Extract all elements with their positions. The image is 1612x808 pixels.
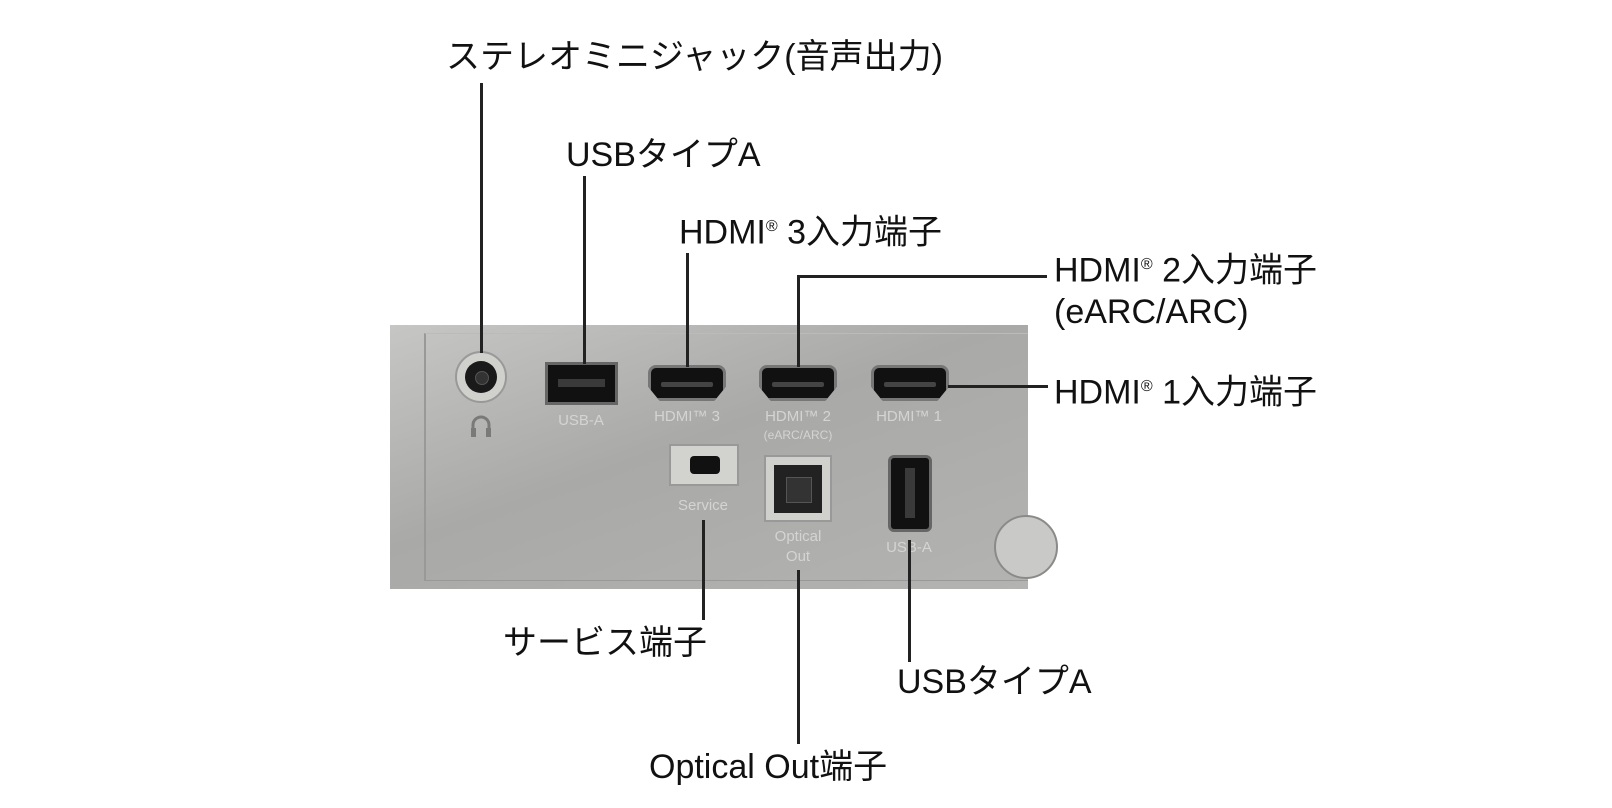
hdmi2-text: HDMI: [1054, 251, 1141, 290]
leader-line-usb-bottom: [908, 540, 911, 662]
label-hdmi1: HDMI® 1入力端子: [1054, 367, 1317, 412]
hdmi3-suffix: 3入力端子: [777, 213, 943, 252]
label-hdmi3: HDMI® 3入力端子: [679, 207, 942, 252]
leader-line-hdmi3: [686, 253, 689, 367]
service-port: [669, 444, 739, 486]
leader-line-hdmi2-h: [797, 275, 1047, 278]
hdmi-1-port: [871, 365, 949, 401]
usb-a-port-top: [545, 362, 618, 405]
panel-label-out: Out: [785, 548, 811, 565]
leader-line-stereo: [480, 83, 483, 353]
hdmi-2-port: [759, 365, 837, 401]
label-optical-out: Optical Out端子: [649, 748, 888, 786]
label-usb-a-top: USBタイプA: [566, 136, 761, 174]
panel-label-hdmi2: HDMI™ 2: [765, 408, 831, 425]
label-service: サービス端子: [503, 624, 707, 662]
label-usb-a-bottom: USBタイプA: [897, 663, 1092, 701]
label-stereo-mini-jack: ステレオミニジャック(音声出力): [446, 38, 943, 76]
leader-line-usb-top: [583, 176, 586, 364]
hdmi1-text: HDMI: [1054, 373, 1141, 412]
usb-a-port-bottom: [888, 455, 932, 532]
screw-hole: [994, 515, 1058, 579]
stereo-mini-jack: [455, 351, 507, 403]
label-hdmi2: HDMI® 2入力端子: [1054, 245, 1317, 290]
leader-line-optical: [797, 570, 800, 744]
registered-mark: ®: [1140, 378, 1153, 395]
panel-label-hdmi1: HDMI™ 1: [876, 408, 942, 425]
hdmi-3-port: [648, 365, 726, 401]
panel-label-service: Service: [677, 497, 729, 514]
leader-line-service: [702, 520, 705, 620]
panel-label-usb-a: USB-A: [558, 412, 604, 429]
hdmi2-suffix: 2入力端子: [1152, 251, 1318, 290]
hdmi3-text: HDMI: [679, 213, 766, 252]
panel-label-hdmi3: HDMI™ 3: [654, 408, 720, 425]
panel-label-optical: Optical: [774, 528, 822, 545]
leader-line-hdmi1: [948, 385, 1048, 388]
leader-line-hdmi2-v: [797, 275, 800, 367]
label-hdmi2-sub: (eARC/ARC): [1054, 293, 1249, 331]
panel-bezel: [424, 333, 1028, 581]
registered-mark: ®: [765, 218, 778, 235]
optical-out-port: [764, 455, 832, 522]
registered-mark: ®: [1140, 256, 1153, 273]
hdmi1-suffix: 1入力端子: [1152, 373, 1318, 412]
headphone-icon: [470, 414, 492, 438]
panel-label-hdmi2-sub: (eARC/ARC): [763, 428, 833, 442]
